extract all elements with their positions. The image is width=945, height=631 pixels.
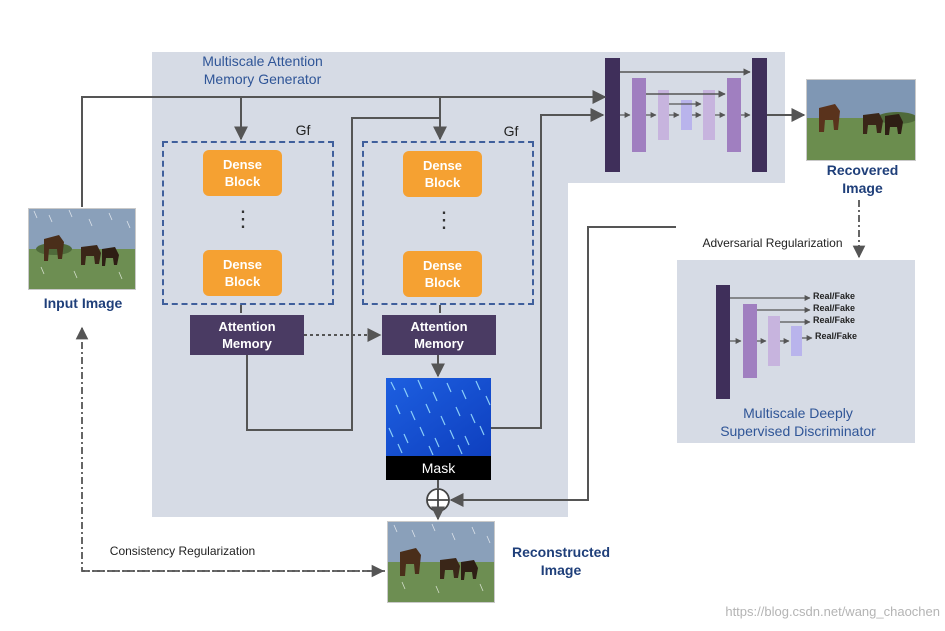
gf-box-left (162, 141, 334, 305)
unet-decoder-bar-2 (727, 78, 741, 152)
recovered-image (806, 79, 916, 161)
disc-bar-4 (791, 326, 802, 356)
input-image-label: Input Image (43, 295, 123, 311)
disc-bar-3 (768, 316, 780, 366)
disc-bar-2 (743, 304, 757, 378)
input-image (28, 208, 136, 290)
consistency-regularization-label: Consistency Regularization (109, 544, 256, 558)
unet-bottleneck-bar (681, 100, 692, 130)
unet-encoder-bar-1 (605, 58, 620, 172)
disc-output-2: Real/Fake (813, 303, 856, 313)
unet-encoder-bar-2 (632, 78, 646, 152)
unet-decoder-bar-3 (703, 90, 715, 140)
rain-mask (386, 378, 491, 456)
gf-label-right: Gf (503, 123, 519, 139)
vdots-right: ⋮ (433, 207, 455, 232)
mask-label-bar: Mask (386, 456, 491, 480)
adversarial-regularization-label: Adversarial Regularization (702, 236, 843, 250)
watermark: https://blog.csdn.net/wang_chaochen (725, 604, 940, 619)
dense-block-left-bottom: Dense Block (203, 250, 282, 296)
attention-memory-left: Attention Memory (190, 315, 304, 355)
dense-block-right-bottom: Dense Block (403, 251, 482, 297)
recovered-image-label: Recovered Image (826, 162, 899, 196)
gf-label-left: Gf (295, 122, 311, 138)
attention-memory-right: Attention Memory (382, 315, 496, 355)
dense-block-right-top: Dense Block (403, 151, 482, 197)
reconstructed-image (387, 521, 495, 603)
vdots-left: ⋮ (232, 206, 254, 231)
generator-title: Multiscale Attention Memory Generator (202, 53, 323, 87)
discriminator-title: Multiscale Deeply Supervised Discriminat… (720, 405, 876, 439)
gf-box-right (362, 141, 534, 305)
unet-decoder-bar-1 (752, 58, 767, 172)
disc-bar-1 (716, 285, 730, 399)
disc-output-4: Real/Fake (815, 331, 858, 341)
mask-label: Mask (421, 460, 456, 476)
disc-output-3: Real/Fake (813, 315, 856, 325)
dense-block-left-top: Dense Block (203, 150, 282, 196)
unet-encoder-bar-3 (658, 90, 669, 140)
disc-output-1: Real/Fake (813, 291, 856, 301)
reconstructed-image-label: Reconstructed Image (511, 544, 611, 578)
